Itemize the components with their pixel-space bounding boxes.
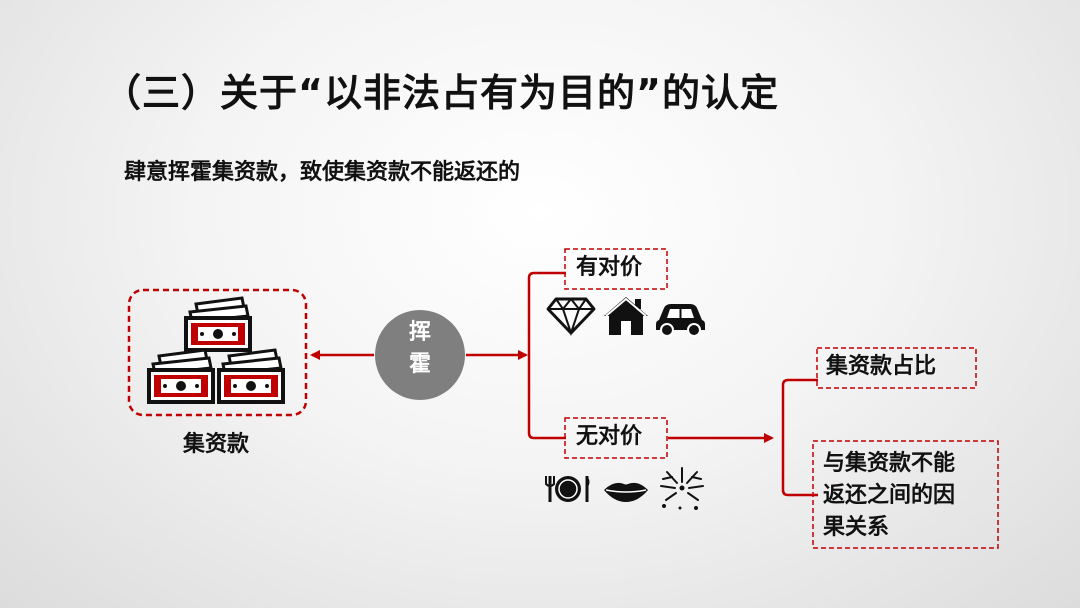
- squander-label: 挥 霍: [376, 317, 464, 381]
- funds-box: [127, 288, 308, 417]
- causality-line3: 果关系: [823, 515, 890, 540]
- fund-ratio-box: [816, 347, 977, 389]
- squander-label-line1: 挥: [408, 320, 431, 345]
- car-icon: [656, 304, 705, 337]
- causality-label: 与集资款不能 返还之间的因 果关系: [823, 448, 955, 544]
- causality-line1: 与集资款不能: [823, 451, 956, 476]
- page-title: （三）关于“以非法占有为目的”的认定: [103, 71, 779, 115]
- page-subtitle: 肆意挥霍集资款，致使集资款不能返还的: [124, 160, 521, 185]
- diamond-icon: [546, 297, 596, 337]
- causality-box: [812, 440, 999, 549]
- without-consideration-label: 无对价: [576, 424, 643, 449]
- lips-icon: [604, 482, 648, 502]
- with-consideration-box: [564, 248, 668, 290]
- squander-circle: [375, 310, 465, 400]
- dining-icon: [545, 476, 590, 502]
- fund-ratio-label: 集资款占比: [826, 354, 937, 379]
- branch-bracket: [527, 271, 566, 440]
- house-icon: [604, 297, 648, 335]
- causality-line2: 返还之间的因: [823, 483, 956, 508]
- without-consideration-box: [564, 417, 668, 459]
- with-consideration-label: 有对价: [576, 255, 643, 280]
- funds-label: 集资款: [183, 432, 250, 457]
- squander-label-line2: 霍: [408, 352, 431, 377]
- fireworks-icon: [660, 467, 704, 510]
- factors-bracket: [781, 378, 818, 497]
- money-stack-icon: [149, 298, 283, 402]
